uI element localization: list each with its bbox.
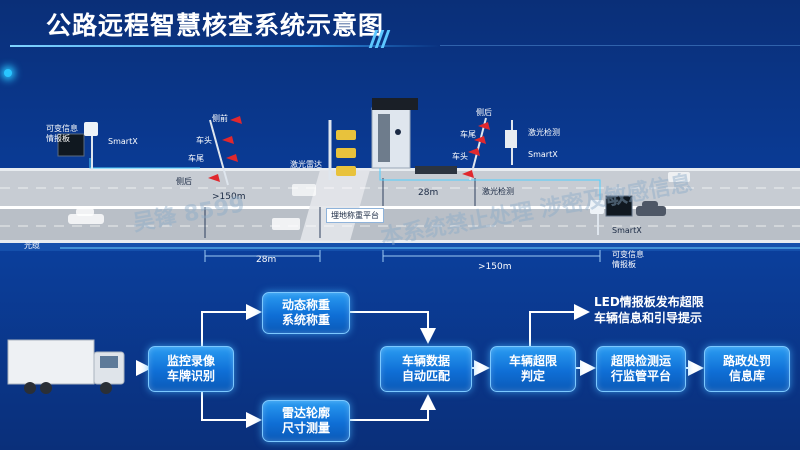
flow-node-overlimit-judge: 车辆超限 判定: [490, 346, 576, 392]
camera-label-car-head: 车头: [196, 136, 212, 145]
camera-label-side-front: 侧前: [212, 114, 228, 123]
road-edge-bottom: [0, 240, 800, 243]
flow-node-dynamic-weigh: 动态称重 系统称重: [262, 292, 350, 334]
weigh-platform: [300, 170, 370, 241]
flow-node-auto-match: 车辆数据 自动匹配: [380, 346, 472, 392]
camera-label-car-head-2: 车头: [452, 152, 468, 161]
vms-sign-right: [605, 195, 633, 217]
distance-label-28-bottom: 28m: [256, 255, 277, 265]
laser-detect-label-2: 激光检测: [482, 187, 514, 196]
laser-radar-label: 激光雷达: [290, 160, 322, 169]
page-title: 公路远程智慧核查系统示意图: [46, 11, 385, 40]
truck-illustration: [7, 339, 125, 394]
distance-label-28: 28m: [418, 188, 439, 198]
camera-label-car-tail-2: 车尾: [460, 130, 476, 139]
flow-node-law-db: 路政处罚 信息库: [704, 346, 790, 392]
smartx-label: SmartX: [108, 137, 138, 146]
fiber-cable-label: 光缆: [24, 241, 40, 250]
road-divider: [0, 206, 800, 209]
camera-label-side-rear: 侧后: [176, 177, 192, 186]
road-shoulder: [0, 243, 800, 251]
smartx-label-2: SmartX: [528, 150, 558, 159]
header-glow-dot: [4, 69, 12, 77]
road-lane-bottom: [0, 209, 800, 241]
vms-sign-label-2: 可变信息 情报板: [612, 250, 644, 269]
camera-label-side-rear-2: 侧后: [476, 108, 492, 117]
header-underline: [10, 45, 440, 47]
flow-node-radar-profile: 雷达轮廓 尺寸测量: [262, 400, 350, 442]
header-underline-thin: [440, 45, 800, 46]
flow-node-platform: 超限检测运 行监管平台: [596, 346, 686, 392]
smartx-label-3: SmartX: [612, 226, 642, 235]
led-release-text: LED情报板发布超限 车辆信息和引导提示: [594, 295, 704, 325]
camera-label-car-tail: 车尾: [188, 154, 204, 163]
flow-node-monitor: 监控录像 车牌识别: [148, 346, 234, 392]
vms-sign-left: [57, 133, 85, 157]
distance-label: >150m: [212, 192, 246, 202]
laser-detect-label: 激光检测: [528, 128, 560, 137]
road-edge-top: [0, 168, 800, 171]
buried-platform-label: 埋地称重平台: [326, 208, 384, 223]
vms-sign-label: 可变信息 情报板: [46, 124, 78, 143]
distance-label-150-bottom: >150m: [478, 262, 512, 272]
